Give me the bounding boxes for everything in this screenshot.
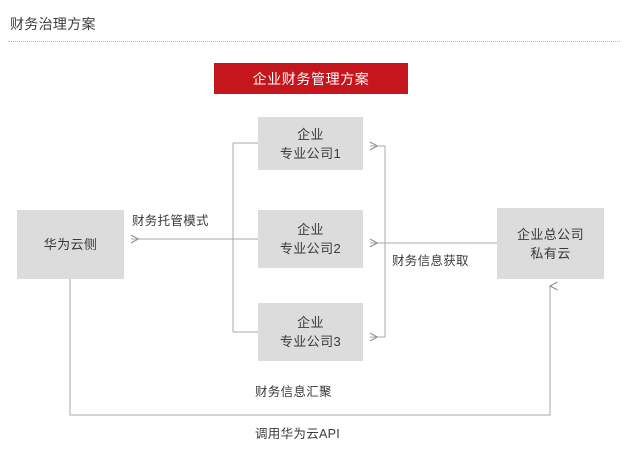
node-headquarters-private-cloud: 企业总公司 私有云: [497, 208, 604, 279]
node-sub-company-3-line-2: 专业公司3: [279, 334, 342, 349]
node-huawei-cloud-line-1: 华为云侧: [43, 237, 98, 252]
node-sub-company-1: 企业 专业公司1: [258, 117, 363, 170]
node-headquarters-private-cloud-line-1: 企业总公司: [516, 226, 584, 242]
edge-label-huawei-cloud-api-call: 调用华为云API: [255, 427, 341, 441]
node-headquarters-private-cloud-line-2: 私有云: [530, 245, 571, 261]
edge-label-finance-info-fetch: 财务信息获取: [392, 254, 469, 268]
edge-label-finance-info-aggregate: 财务信息汇聚: [255, 385, 332, 399]
node-sub-company-1-line-1: 企业: [297, 126, 324, 142]
node-sub-company-2-line-2: 专业公司2: [279, 241, 342, 256]
node-sub-company-2: 企业 专业公司2: [258, 210, 363, 268]
node-sub-company-1-line-2: 专业公司1: [279, 145, 342, 161]
edge-label-hosting-mode: 财务托管模式: [132, 214, 209, 228]
banner-title: 企业财务管理方案: [214, 63, 408, 94]
node-sub-company-3: 企业 专业公司3: [258, 303, 363, 361]
header-divider: [8, 41, 620, 42]
node-sub-company-3-line-1: 企业: [297, 315, 324, 330]
node-huawei-cloud: 华为云侧: [17, 210, 124, 279]
node-sub-company-2-line-1: 企业: [297, 222, 324, 237]
page-title: 财务治理方案: [10, 16, 96, 32]
